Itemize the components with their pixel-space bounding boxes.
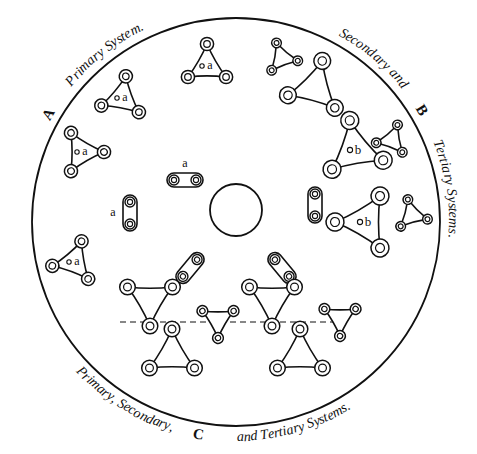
part-letter: a bbox=[207, 59, 212, 72]
part-letter: a bbox=[182, 157, 187, 170]
glyph: B bbox=[412, 101, 433, 119]
secondary-plates bbox=[257, 32, 433, 260]
part-letter: b bbox=[365, 215, 372, 229]
plate-outline bbox=[32, 18, 440, 426]
section-letter: B bbox=[402, 98, 432, 128]
glyph: . bbox=[444, 234, 461, 239]
system-caption: Secondary and bbox=[326, 25, 412, 102]
glyph: s bbox=[443, 202, 460, 209]
part-letter: b bbox=[355, 143, 362, 157]
glyph: a bbox=[237, 429, 244, 446]
glyph: e bbox=[444, 212, 461, 219]
system-caption: Primary, Secondary, bbox=[63, 362, 184, 447]
section-letter: C bbox=[183, 425, 213, 454]
primary-plates bbox=[44, 37, 233, 287]
glyph: t bbox=[444, 208, 461, 213]
system-caption: and Tertiary Systems. bbox=[226, 397, 365, 454]
section-letter: A bbox=[38, 102, 68, 132]
glyph: C bbox=[192, 424, 206, 444]
part-letter: a bbox=[82, 145, 87, 158]
glyph: A bbox=[38, 104, 59, 122]
tertiary-plates bbox=[120, 250, 363, 376]
system-caption: Primary System. bbox=[62, 18, 158, 99]
system-caption: Tertiary Systems. bbox=[419, 132, 461, 250]
glyph: s bbox=[444, 228, 461, 234]
glyph: y bbox=[440, 178, 458, 187]
glyph: d bbox=[250, 428, 258, 445]
glyph: m bbox=[444, 218, 461, 228]
part-letter: a bbox=[110, 206, 115, 219]
part-letter: a bbox=[74, 255, 79, 268]
part-letter: a bbox=[122, 91, 127, 104]
